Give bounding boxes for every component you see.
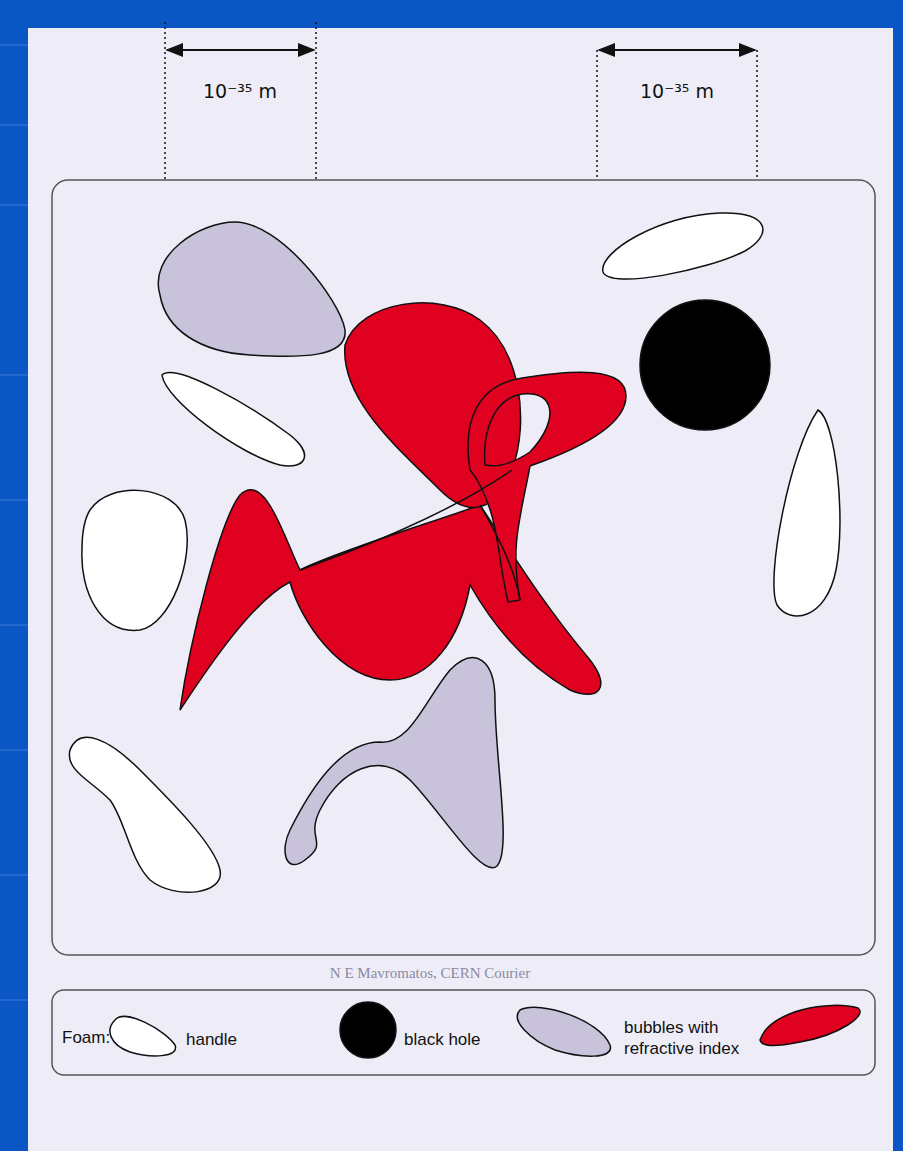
slide-lines — [0, 45, 28, 1000]
legend-heading: Foam: — [62, 1027, 110, 1048]
watermark: N E Mavromatos, CERN Courier — [330, 964, 530, 983]
legend-frame — [52, 990, 875, 1075]
legend-samples — [110, 1002, 860, 1058]
dimension-label: 10⁻³⁵ m — [203, 80, 277, 104]
slide-panel — [28, 28, 893, 1151]
legend-label: handle — [186, 1029, 237, 1050]
legend-label: black hole — [404, 1029, 481, 1050]
foam-frame — [52, 180, 875, 955]
legend-label: bubbles with refractive index — [624, 1017, 752, 1060]
dimension-label: 10⁻³⁵ m — [640, 80, 714, 104]
foam-shapes — [69, 213, 840, 892]
